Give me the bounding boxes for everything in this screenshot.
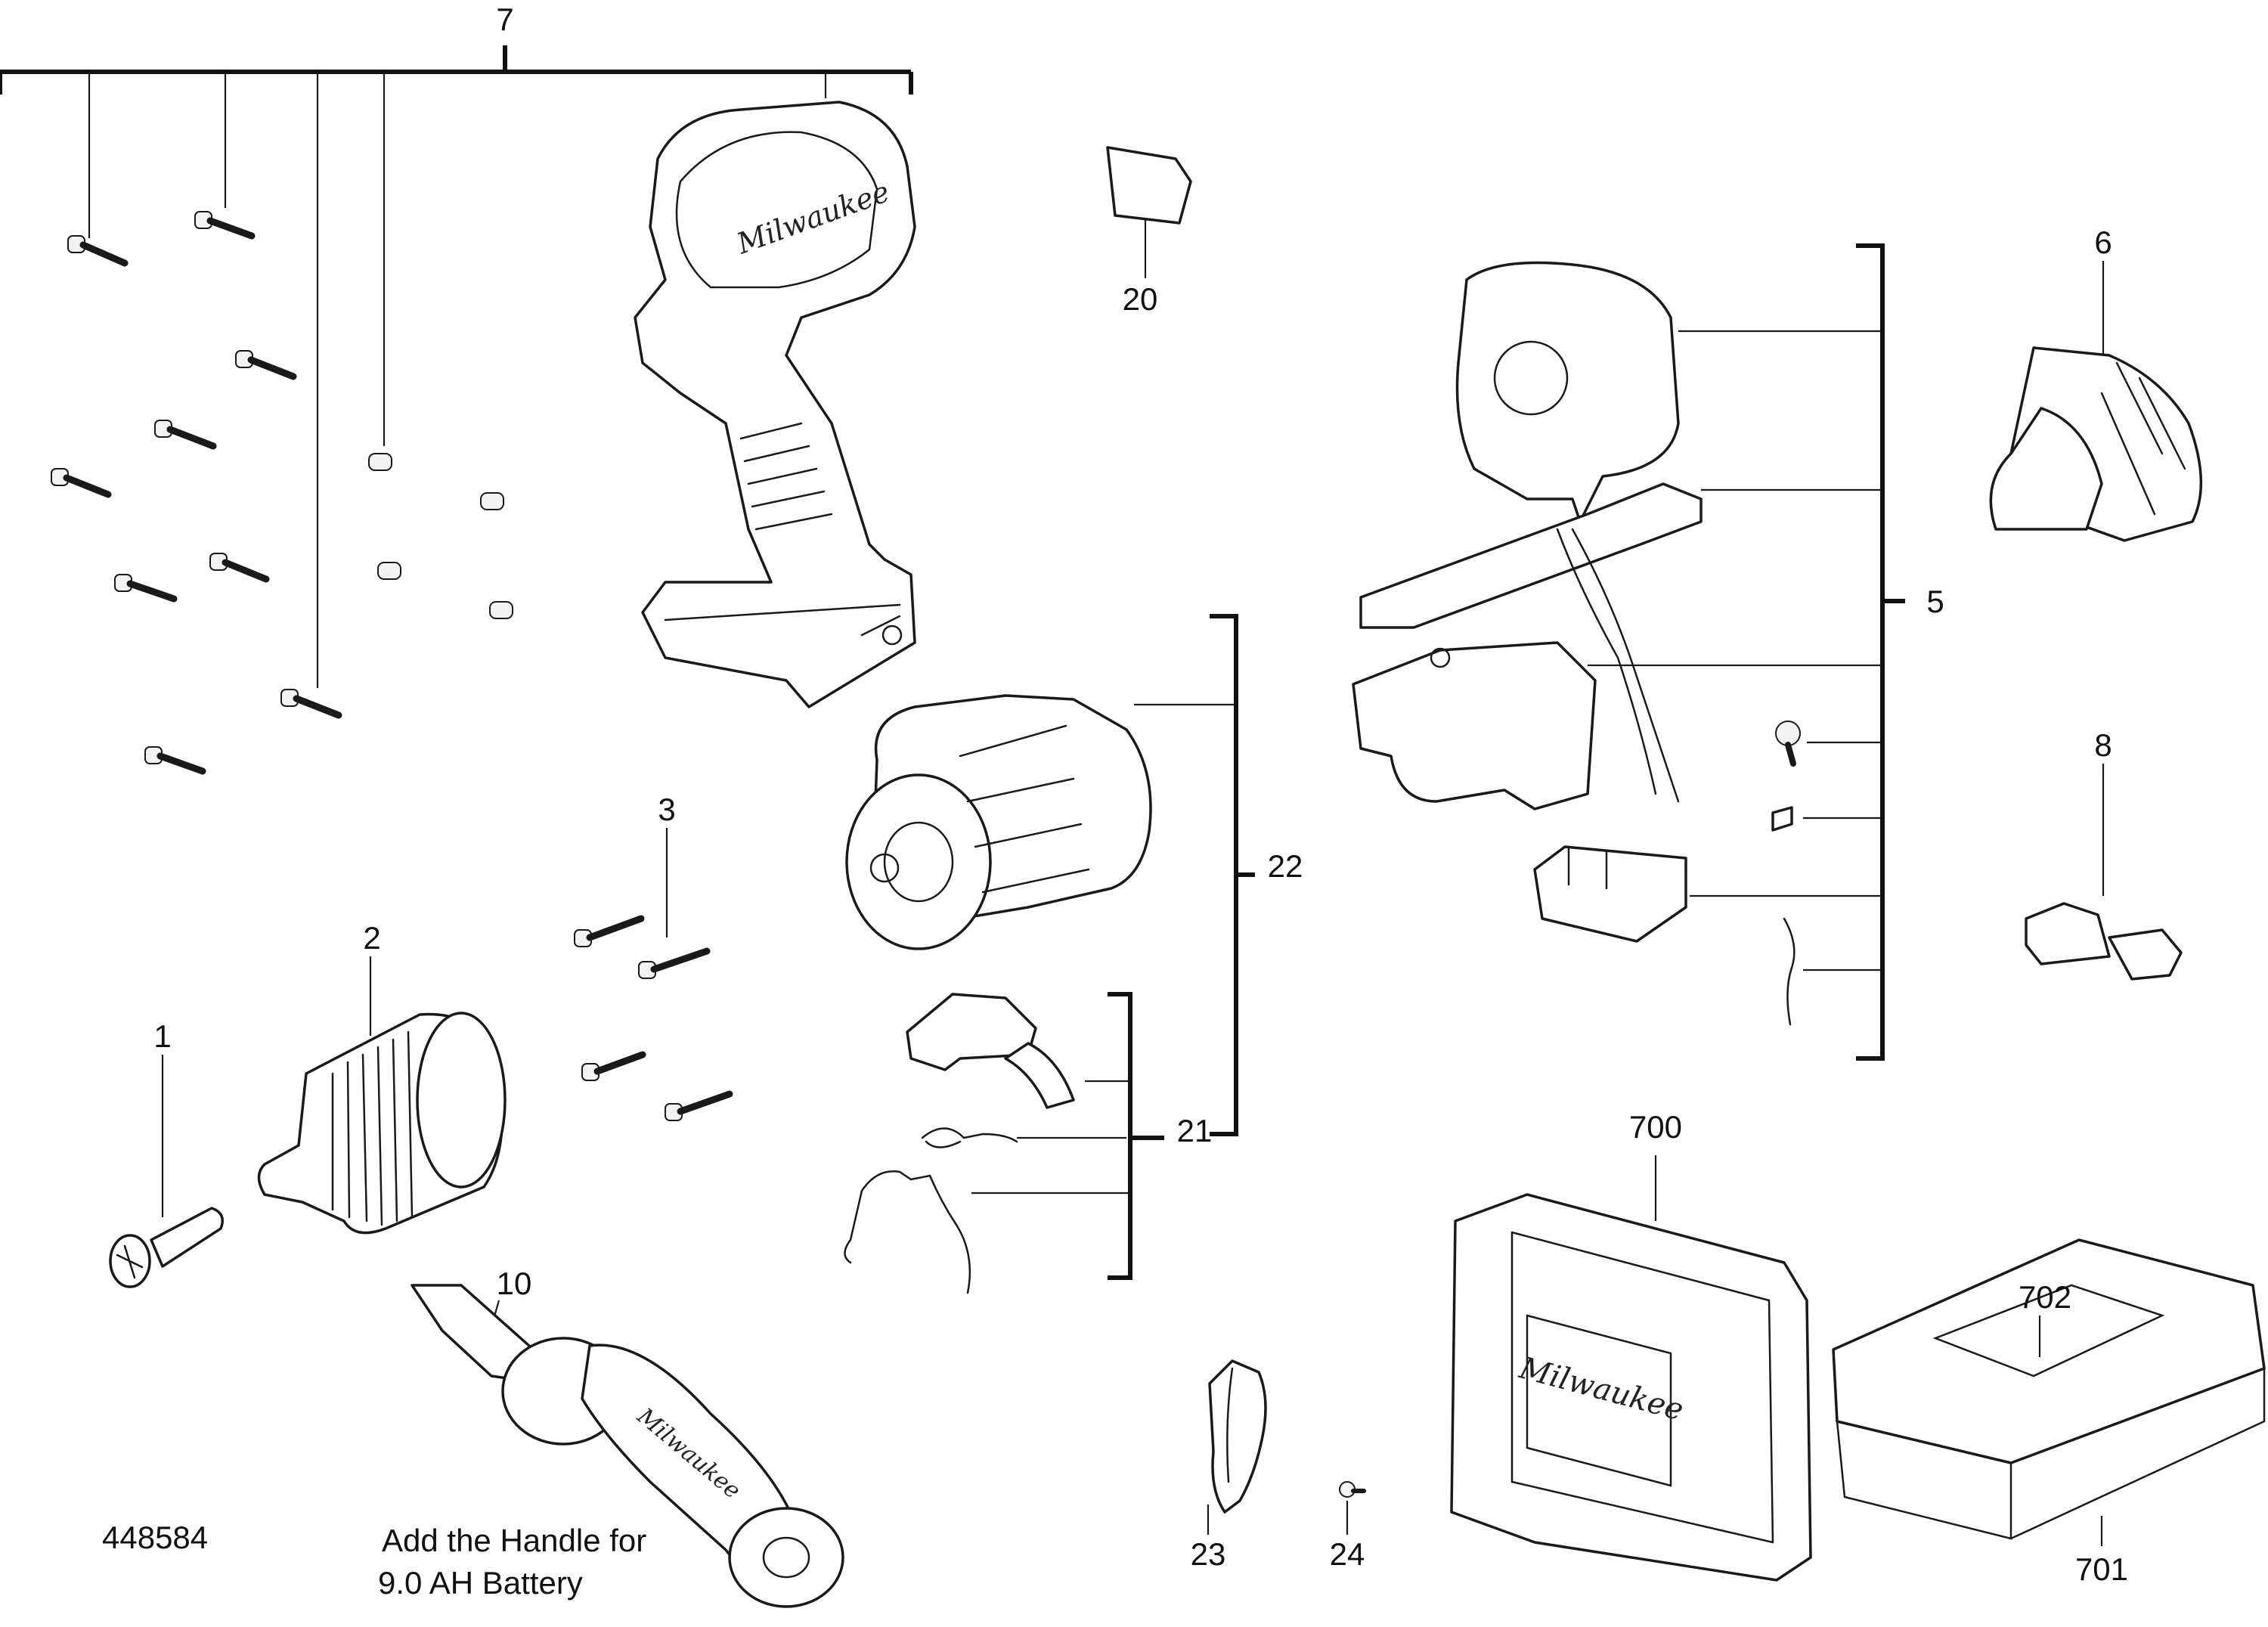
- callout-24-label: 24: [1330, 1536, 1365, 1572]
- screw: [209, 553, 270, 583]
- callout-700-label: 700: [1629, 1109, 1682, 1145]
- callout-10-label: 10: [497, 1266, 532, 1301]
- callout-6-label: 6: [2094, 225, 2112, 260]
- screw: [638, 947, 711, 979]
- screw: [114, 574, 178, 603]
- insert: [377, 562, 401, 580]
- screw: [51, 468, 112, 498]
- document-number: 448584: [102, 1520, 208, 1555]
- callout-702-label: 702: [2019, 1279, 2071, 1315]
- part-1-screw: 1: [109, 1018, 224, 1288]
- callout-21-label: 21: [1177, 1113, 1213, 1148]
- screw: [581, 1051, 646, 1081]
- bracket-7: [0, 45, 913, 95]
- callout-20-label: 20: [1123, 281, 1158, 317]
- part-5-group: 5: [1352, 243, 1944, 1061]
- screw: [67, 235, 129, 267]
- part-22-gearbox: 22: [845, 614, 1303, 1136]
- screw: [144, 746, 206, 775]
- callout-2-label: 2: [363, 920, 380, 956]
- screw: [280, 689, 342, 719]
- screw: [154, 420, 217, 450]
- part-20-pad: 20: [1106, 146, 1192, 317]
- part-24-screw: 24: [1330, 1481, 1366, 1572]
- part-23-belt-clip: 23: [1191, 1359, 1267, 1572]
- callout-1-label: 1: [153, 1018, 171, 1054]
- part-6-rotor: 6: [1989, 225, 2203, 542]
- part-21-group: 21: [844, 992, 1213, 1294]
- part-3-screws: 3: [574, 792, 733, 1121]
- screw: [194, 211, 256, 240]
- part-700-case: 700 Milwaukee: [1450, 1109, 1812, 1582]
- part-8-connector: 8: [2025, 727, 2183, 981]
- screw: [1775, 721, 1801, 767]
- callout-8-label: 8: [2094, 727, 2112, 763]
- callout-7-group: 7: [0, 2, 913, 688]
- callout-22-label: 22: [1268, 848, 1303, 884]
- screw: [574, 915, 645, 947]
- callout-3-label: 3: [658, 792, 675, 827]
- insert: [489, 601, 513, 619]
- drill-housing: Milwaukee: [634, 101, 916, 708]
- screw: [665, 1090, 733, 1121]
- part-2-chuck: 2: [257, 920, 507, 1235]
- insert: [480, 492, 504, 510]
- part-702-insert: 702: [2019, 1279, 2071, 1357]
- insert: [368, 453, 392, 471]
- housing-screws: [51, 211, 513, 775]
- part-10-side-handle: 10 Milwaukee: [411, 1266, 844, 1608]
- note-line-1: Add the Handle for: [382, 1523, 646, 1558]
- note-line-2: 9.0 AH Battery: [378, 1565, 583, 1601]
- callout-5-label: 5: [1926, 584, 1944, 619]
- callout-7-label: 7: [496, 2, 513, 37]
- screw: [235, 350, 297, 380]
- part-701-tray: 701: [1832, 1238, 2266, 1587]
- callout-701-label: 701: [2075, 1551, 2128, 1587]
- callout-23-label: 23: [1191, 1536, 1226, 1572]
